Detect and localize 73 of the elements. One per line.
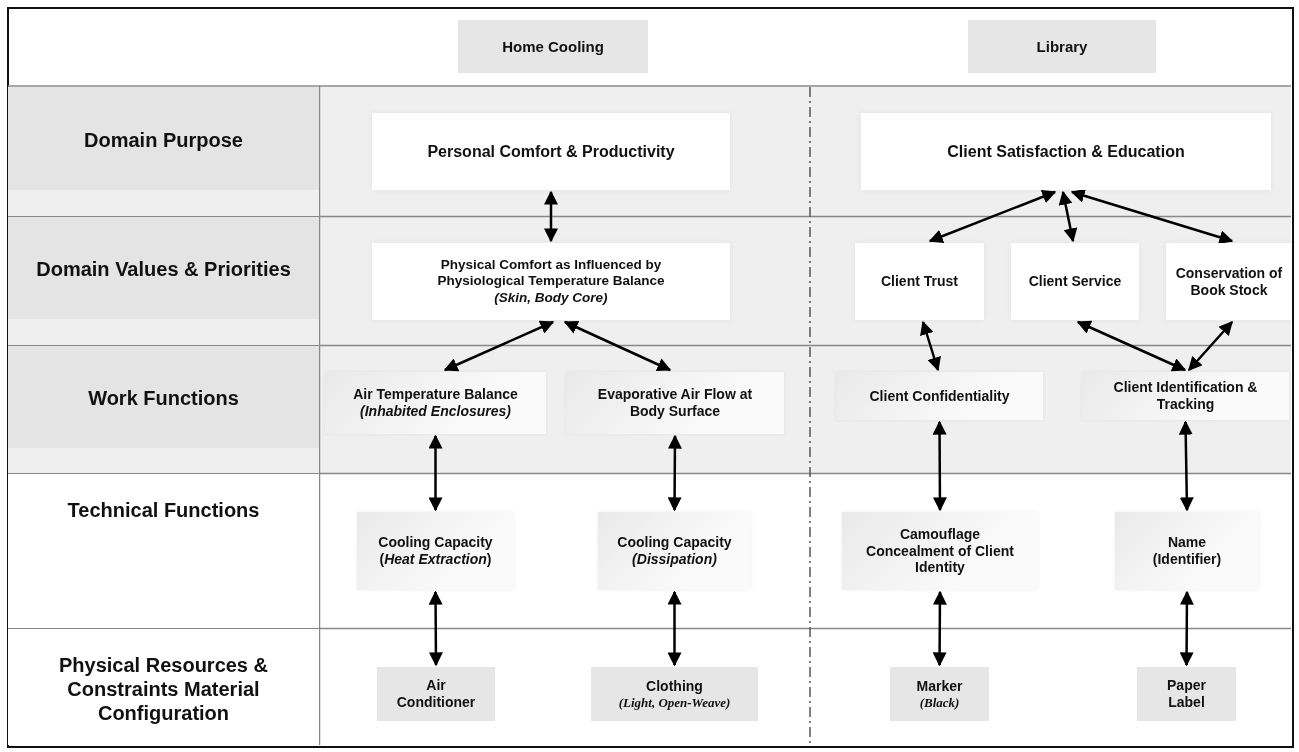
box-title: Clothing (646, 677, 703, 695)
function-box (566, 372, 784, 434)
double-arrow (428, 434, 443, 512)
column-header (968, 20, 1156, 73)
row-header-cell (8, 346, 319, 473)
box-subtitle: (Skin, Body Core) (494, 289, 608, 306)
box-title: Domain Purpose (84, 127, 243, 152)
function-box (377, 667, 495, 721)
row-header-cell (8, 87, 319, 216)
function-box (855, 243, 984, 320)
box-title: Work Functions (88, 385, 239, 410)
column-header (458, 20, 648, 73)
double-arrow (563, 320, 672, 372)
function-box (357, 512, 514, 590)
box-title: Conservation of Book Stock (1174, 264, 1284, 299)
box-title: Physical Resources & Constraints Material Configuration (58, 653, 269, 725)
box-title: Paper Label (1166, 677, 1207, 711)
function-box (325, 372, 546, 434)
box-title: Home Cooling (502, 37, 604, 56)
box-title: Evaporative Air Flow at Body Surface (596, 386, 754, 420)
function-box (842, 512, 1038, 590)
function-box (1137, 667, 1236, 721)
row-header-cell (8, 474, 319, 628)
box-subtitle: (Light, Open-Weave) (618, 694, 731, 711)
box-title: Cooling Capacity (617, 534, 732, 551)
function-box (598, 512, 751, 590)
box-title: Camouflage Concealment of Client Identity (865, 525, 1015, 577)
function-box (890, 667, 989, 721)
box-title: Technical Functions (67, 498, 260, 522)
box-title: Cooling Capacity (378, 534, 493, 551)
double-arrow (544, 190, 558, 243)
box-title: Physical Comfort as Influenced by Physiological Temperature Balance (436, 257, 666, 290)
box-subtitle: (Inhabited Enclosures) (360, 403, 511, 420)
double-arrow (932, 590, 947, 667)
double-arrow (667, 434, 682, 512)
box-title: Client Satisfaction & Education (947, 141, 1185, 162)
box-title: Client Confidentiality (869, 387, 1010, 405)
function-box (1115, 512, 1259, 590)
function-box (591, 667, 758, 721)
box-title: Personal Comfort & Productivity (427, 141, 675, 162)
double-arrow (428, 590, 443, 667)
box-title: Domain Values & Priorities (36, 257, 291, 281)
function-box (372, 243, 730, 320)
double-arrow (928, 190, 1057, 243)
double-arrow (1070, 189, 1234, 244)
box-title: Client Identification & Tracking (1112, 379, 1259, 413)
box-title: Marker (916, 677, 963, 695)
box-title: Client Service (1028, 273, 1122, 290)
double-arrow (1188, 320, 1233, 372)
double-arrow (932, 420, 947, 512)
double-arrow (920, 320, 941, 372)
function-box (1082, 372, 1289, 420)
function-box (1011, 243, 1139, 320)
double-arrow (667, 590, 682, 667)
double-arrow (1076, 320, 1187, 372)
box-title: Name (Identifier) (1152, 534, 1222, 568)
row-header-cell (8, 217, 319, 345)
box-title: Library (1036, 37, 1088, 56)
box-title: Air Conditioner (396, 677, 476, 711)
box-subtitle: (Heat Extraction) (379, 551, 492, 568)
double-arrow (443, 320, 555, 372)
function-box (372, 113, 730, 190)
box-title: Client Trust (881, 273, 958, 290)
double-arrow (1178, 420, 1194, 512)
function-box (861, 113, 1271, 190)
box-subtitle: (Dissipation) (632, 551, 717, 568)
box-subtitle: (Black) (919, 694, 960, 711)
double-arrow (1058, 190, 1078, 243)
double-arrow (1179, 590, 1194, 667)
function-box (836, 372, 1043, 420)
row-header-cell (8, 629, 319, 745)
box-title: Air Temperature Balance (353, 386, 518, 403)
function-box (1166, 243, 1292, 320)
